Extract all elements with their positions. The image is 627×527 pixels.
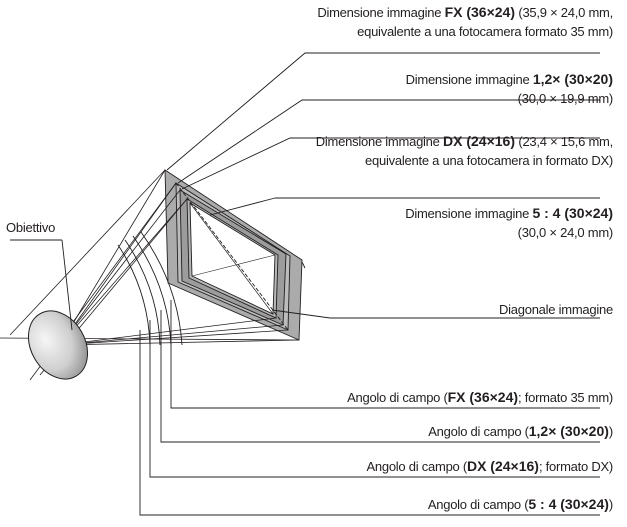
angle-12-label: Angolo di campo (1,2× (30×20)) [428, 423, 613, 439]
fx-size-label: Dimensione immagine FX (36×24) (35,9 × 2… [317, 4, 613, 39]
image-diagonal-3 [191, 254, 276, 277]
lens-label: Obiettivo [6, 220, 56, 235]
diagonal-label: Diagonale immagine [498, 302, 613, 317]
angle-arcs [117, 231, 183, 346]
image-diagonal-2 [189, 202, 274, 315]
angle-54-label: Angolo di campo (5 : 4 (30×24)) [427, 496, 613, 512]
ratio-54-size-label: Dimensione immagine 5 : 4 (30×24) (30,0 … [405, 205, 613, 240]
sensor-frames [164, 169, 303, 341]
leader-lines [10, 52, 600, 516]
lens [27, 310, 89, 380]
dx-size-label: Dimensione immagine DX (24×16) (23,4 × 1… [315, 133, 613, 168]
ratio-12-size-label: Dimensione immagine 1,2× (30×20) (30,0 ×… [405, 71, 614, 106]
angle-fx-label: Angolo di campo (FX (36×24); formato 35 … [347, 389, 613, 405]
angle-dx-label: Angolo di campo (DX (24×16); formato DX) [366, 458, 613, 474]
lens-icon [27, 310, 89, 380]
image-diagonal [175, 182, 289, 331]
